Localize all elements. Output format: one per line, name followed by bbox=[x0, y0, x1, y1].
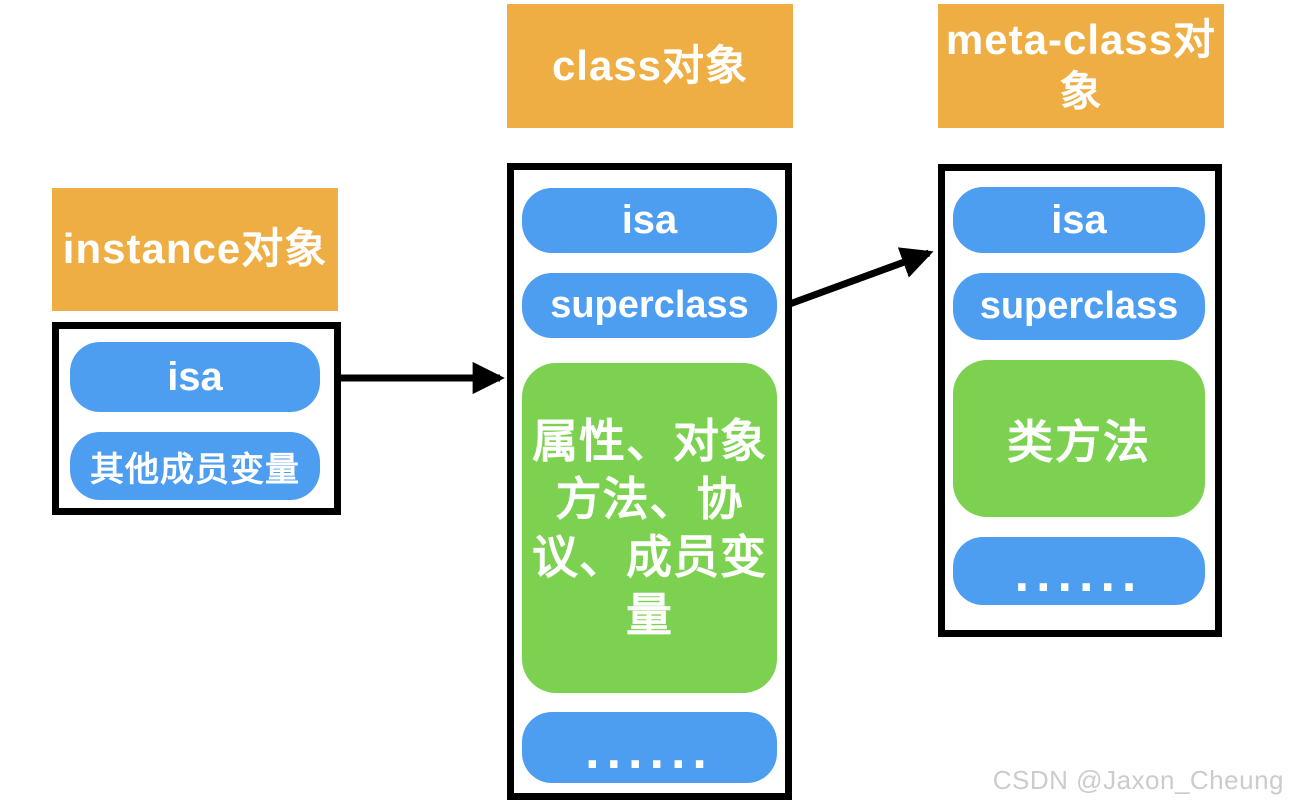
watermark: CSDN @Jaxon_Cheung bbox=[992, 765, 1284, 795]
meta-class-object-box: isa superclass 类方法 ...... bbox=[938, 164, 1222, 637]
cell-meta-class-methods: 类方法 bbox=[953, 360, 1205, 517]
cell-meta-superclass: superclass bbox=[953, 273, 1205, 340]
header-meta-class-object: meta-class对象 bbox=[938, 4, 1224, 128]
cell-instance-other-member-vars: 其他成员变量 bbox=[70, 432, 320, 500]
cell-instance-isa: isa bbox=[70, 342, 320, 412]
cell-class-members: 属性、对象方法、协议、成员变量 bbox=[522, 363, 777, 693]
cell-class-ellipsis: ...... bbox=[522, 712, 777, 783]
class-object-box: isa superclass 属性、对象方法、协议、成员变量 ...... bbox=[507, 163, 792, 800]
cell-meta-ellipsis: ...... bbox=[953, 537, 1205, 605]
arrow-class-superclass-to-metaclass-box bbox=[774, 247, 934, 313]
instance-object-box: isa 其他成员变量 bbox=[52, 322, 341, 515]
cell-class-superclass: superclass bbox=[522, 273, 777, 338]
header-class-object: class对象 bbox=[507, 4, 793, 128]
cell-class-isa: isa bbox=[522, 188, 777, 253]
cell-meta-isa: isa bbox=[953, 187, 1205, 253]
header-instance-object: instance对象 bbox=[52, 188, 338, 311]
